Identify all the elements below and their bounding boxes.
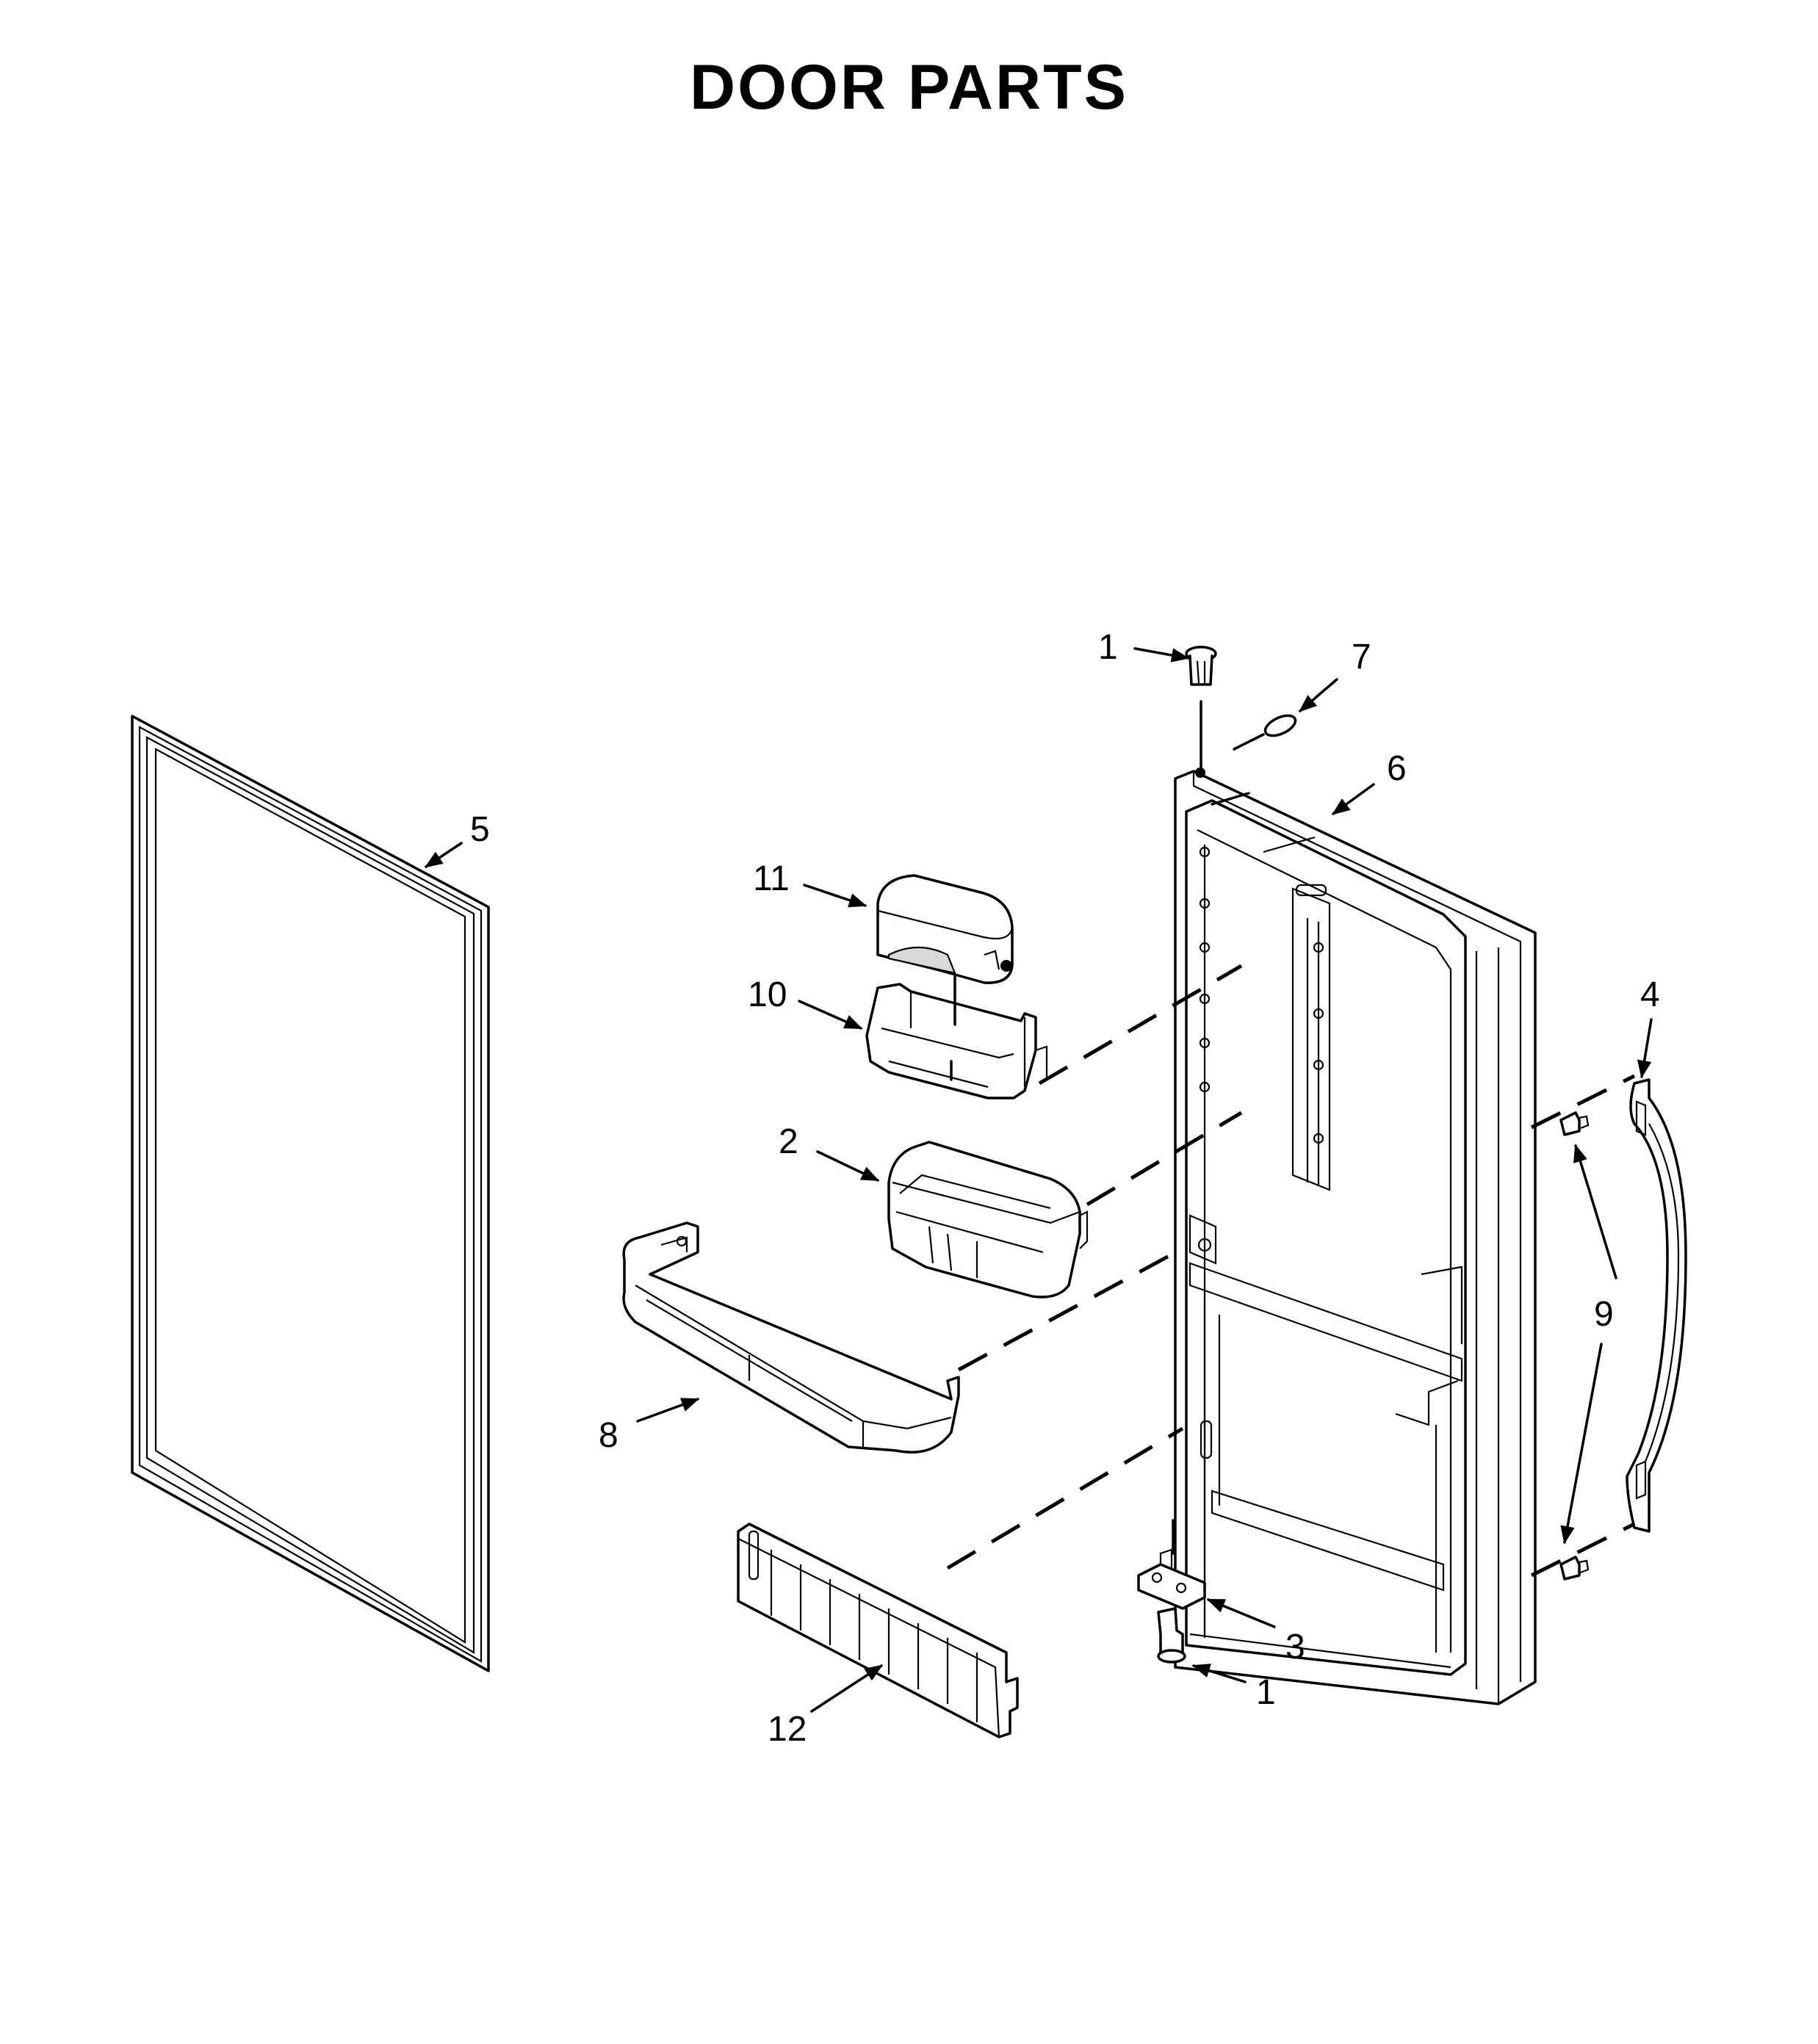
bin-cover [876,874,1014,984]
door-handle [1626,1078,1687,1533]
door-gasket [131,715,490,1672]
callout-4: 4 [1640,975,1660,1014]
bottom-hinge-bracket [1137,1548,1206,1610]
assembly-lines [946,964,1636,1578]
callout-5: 5 [470,810,490,849]
door-shelf-rail [622,1221,960,1453]
hinge-bushing-top [1185,646,1217,686]
callout-1-bottom: 1 [1256,1673,1276,1712]
shelf-divider [737,1523,1019,1738]
door-bin-small [865,983,1048,1099]
washer-leader [1233,733,1265,751]
callout-6: 6 [1387,749,1407,788]
callout-3: 3 [1285,1628,1305,1666]
door-assembly [1174,768,1537,1705]
page-title: DOOR PARTS [690,52,1128,123]
hinge-bushing-bottom [1157,1607,1186,1664]
callout-8: 8 [599,1416,618,1455]
callout-12: 12 [768,1710,807,1749]
callout-arrows [424,647,1653,1713]
door-bin-large [887,1141,1089,1299]
callout-9: 9 [1594,1295,1614,1334]
handle-screw-top [1559,1111,1590,1136]
callout-1-top: 1 [1098,628,1118,667]
callout-11: 11 [753,859,790,898]
callout-2: 2 [779,1122,798,1161]
washer [1263,714,1297,737]
callout-7: 7 [1352,638,1371,676]
callout-10: 10 [748,975,787,1014]
handle-screw-bottom [1559,1556,1590,1581]
